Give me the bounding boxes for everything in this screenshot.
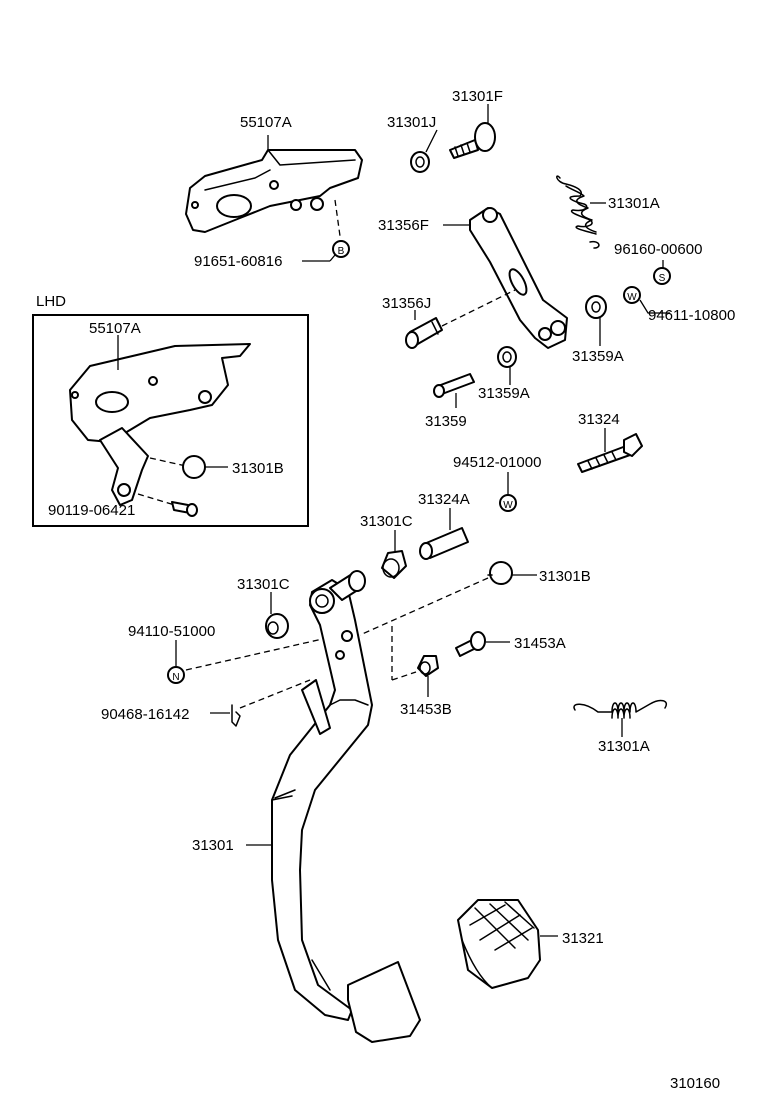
- label-lhd-31301b: 31301B: [232, 460, 284, 477]
- lhd-inset-box: [32, 314, 309, 527]
- label-96160: 96160-00600: [614, 241, 702, 258]
- label-lhd-55107a: 55107A: [89, 320, 141, 337]
- label-94611: 94611-10800: [648, 307, 735, 324]
- link-arm-31356f: [443, 207, 568, 349]
- pedal-bracket: [185, 135, 363, 233]
- bushing-31301c-top: [381, 530, 407, 579]
- label-31301f: 31301F: [452, 88, 503, 105]
- label-31321: 31321: [562, 930, 604, 947]
- label-31301c-left: 31301C: [237, 576, 290, 593]
- lhd-stopper: [182, 455, 228, 479]
- label-31301b-right: 31301B: [539, 568, 591, 585]
- washer-94611: W: [623, 286, 670, 314]
- label-91651: 91651-60816: [194, 253, 282, 270]
- bushing-31453b: [391, 626, 439, 697]
- pedal-pad-31321: [457, 899, 558, 989]
- bushing-31301j: [410, 129, 438, 173]
- label-55107a: 55107A: [240, 114, 292, 131]
- stopper-31301b-right: [359, 561, 537, 636]
- clip-96160: S: [653, 260, 671, 285]
- pin-31359: [433, 373, 475, 408]
- label-94110: 94110-51000: [128, 623, 215, 640]
- label-31324a: 31324A: [418, 491, 470, 508]
- marker-w-letter-2: W: [503, 500, 513, 511]
- label-31356j: 31356J: [382, 295, 431, 312]
- marker-n-letter: N: [172, 672, 179, 683]
- marker-b-letter: B: [338, 246, 345, 257]
- label-31301: 31301: [192, 837, 234, 854]
- return-spring-31301a: [556, 175, 606, 249]
- clip-90468: [210, 679, 311, 727]
- return-spring-31301a-lower: [573, 699, 667, 737]
- diagram-id: 310160: [670, 1075, 720, 1092]
- nut-94110: N: [167, 634, 341, 684]
- marker-s-letter: S: [659, 273, 666, 284]
- label-31301a-spring: 31301A: [608, 195, 660, 212]
- lhd-bolt: [171, 501, 198, 517]
- bushing-31301c-left: [265, 592, 289, 639]
- label-31301c-top: 31301C: [360, 513, 413, 530]
- label-94512: 94512-01000: [453, 454, 541, 471]
- inset-title: LHD: [36, 293, 66, 310]
- bolt-31453a: [455, 631, 510, 657]
- label-31453b: 31453B: [400, 701, 452, 718]
- label-90468: 90468-16142: [101, 706, 189, 723]
- brake-pedal-arm-31301: [246, 570, 421, 1043]
- weld-nut-marker: B: [332, 240, 350, 258]
- collar-31359a-middle: [497, 346, 517, 385]
- label-31301j: 31301J: [387, 114, 436, 131]
- collar-31359a-right: [585, 295, 607, 346]
- marker-w-letter-1: W: [627, 292, 637, 303]
- pin-31356j: [405, 289, 516, 349]
- bolt-31301f: [449, 104, 496, 159]
- label-31453a: 31453A: [514, 635, 566, 652]
- label-31324: 31324: [578, 411, 620, 428]
- label-lhd-90119: 90119-06421: [48, 502, 135, 519]
- washer-94512: W: [499, 472, 517, 512]
- label-31359a-right: 31359A: [572, 348, 624, 365]
- label-31301a-return: 31301A: [598, 738, 650, 755]
- sleeve-31324a: [419, 508, 469, 560]
- label-31356f: 31356F: [378, 217, 429, 234]
- label-31359: 31359: [425, 413, 467, 430]
- bolt-31324: [577, 428, 643, 473]
- label-31359a-middle: 31359A: [478, 385, 530, 402]
